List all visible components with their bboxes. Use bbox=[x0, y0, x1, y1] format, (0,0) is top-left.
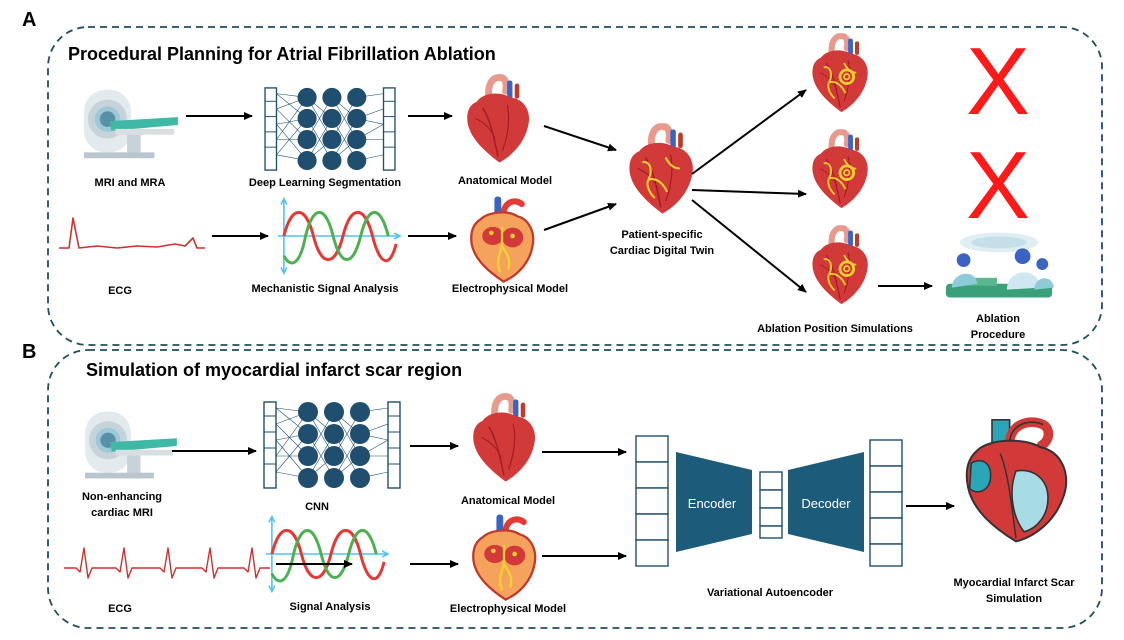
cross-mark-2: X bbox=[966, 132, 1030, 239]
label-non-enhancing: Non-enhancing bbox=[82, 491, 162, 503]
sim-heart-3-icon bbox=[812, 228, 867, 304]
neural-network-icon bbox=[264, 87, 396, 171]
cross-mark-1: X bbox=[966, 28, 1030, 135]
label-ablation-sims: Ablation Position Simulations bbox=[757, 323, 913, 335]
label-electrophysical-model-b: Electrophysical Model bbox=[450, 603, 566, 615]
mri-scanner-b-icon bbox=[85, 411, 177, 479]
panel-a-border bbox=[47, 26, 1103, 346]
sim-heart-2-icon bbox=[812, 132, 867, 208]
arrow-twin-to-sim2 bbox=[691, 189, 807, 198]
mri-scanner-icon bbox=[84, 89, 178, 159]
arrow-twin-to-sim3 bbox=[691, 199, 807, 293]
panel-b-title: Simulation of myocardial infarct scar re… bbox=[86, 360, 462, 380]
label-mri-mra: MRI and MRA bbox=[95, 177, 166, 189]
panel-a-letter: A bbox=[22, 9, 36, 31]
panel-a-title: Procedural Planning for Atrial Fibrillat… bbox=[68, 44, 496, 64]
scar-heart-icon bbox=[967, 420, 1066, 542]
panel-b: B Simulation of myocardial infarct scar … bbox=[22, 341, 1103, 629]
electrophysical-heart-b-icon bbox=[473, 514, 535, 599]
label-ecg-a: ECG bbox=[108, 285, 132, 297]
label-decoder: Decoder bbox=[801, 496, 851, 511]
encoder-block bbox=[676, 452, 752, 552]
label-scar-line1: Myocardial Infarct Scar bbox=[953, 577, 1075, 589]
vae-input-layer bbox=[635, 435, 669, 567]
panel-b-letter: B bbox=[22, 341, 36, 363]
sim-heart-1-icon bbox=[812, 36, 867, 112]
label-cnn: CNN bbox=[305, 501, 329, 513]
surgeons-icon bbox=[945, 232, 1055, 298]
label-twin-line1: Patient-specific bbox=[621, 229, 702, 241]
panel-b-border bbox=[47, 349, 1103, 629]
label-electrophysical-model: Electrophysical Model bbox=[452, 283, 568, 295]
vae-latent-layer bbox=[759, 471, 783, 539]
ecg-trace-a bbox=[58, 217, 206, 249]
label-cardiac-mri: cardiac MRI bbox=[91, 507, 153, 519]
label-procedure: Procedure bbox=[971, 329, 1025, 341]
decoder-block bbox=[788, 452, 864, 552]
vae-block: Encoder Decoder bbox=[635, 435, 903, 567]
digital-twin-heart-icon bbox=[629, 126, 692, 213]
arrow-twin-to-sim1 bbox=[691, 89, 807, 175]
ecg-trace-b bbox=[63, 547, 271, 579]
signal-plot-b-icon bbox=[264, 515, 390, 593]
label-ecg-b: ECG bbox=[108, 603, 132, 615]
anatomical-heart-icon bbox=[467, 77, 529, 162]
label-twin-line2: Cardiac Digital Twin bbox=[610, 245, 715, 257]
anatomical-heart-b-icon bbox=[473, 396, 535, 481]
electrophysical-heart-icon bbox=[471, 196, 533, 281]
arrow-electro-to-twin bbox=[543, 202, 617, 231]
label-encoder: Encoder bbox=[688, 496, 737, 511]
vae-output-layer bbox=[869, 439, 903, 567]
panel-a: A Procedural Planning for Atrial Fibrill… bbox=[22, 9, 1103, 346]
arrow-anat-to-twin bbox=[543, 125, 617, 152]
label-mechanistic-signal: Mechanistic Signal Analysis bbox=[252, 283, 399, 295]
label-dl-segmentation: Deep Learning Segmentation bbox=[249, 177, 401, 189]
label-vae: Variational Autoencoder bbox=[707, 587, 834, 599]
signal-plot-a-icon bbox=[276, 197, 402, 275]
label-anatomical-model: Anatomical Model bbox=[458, 175, 552, 187]
label-anatomical-model-b: Anatomical Model bbox=[461, 495, 555, 507]
label-signal-analysis: Signal Analysis bbox=[290, 601, 371, 613]
label-scar-line2: Simulation bbox=[986, 593, 1043, 605]
cnn-icon bbox=[263, 401, 401, 489]
label-ablation: Ablation bbox=[976, 313, 1020, 325]
